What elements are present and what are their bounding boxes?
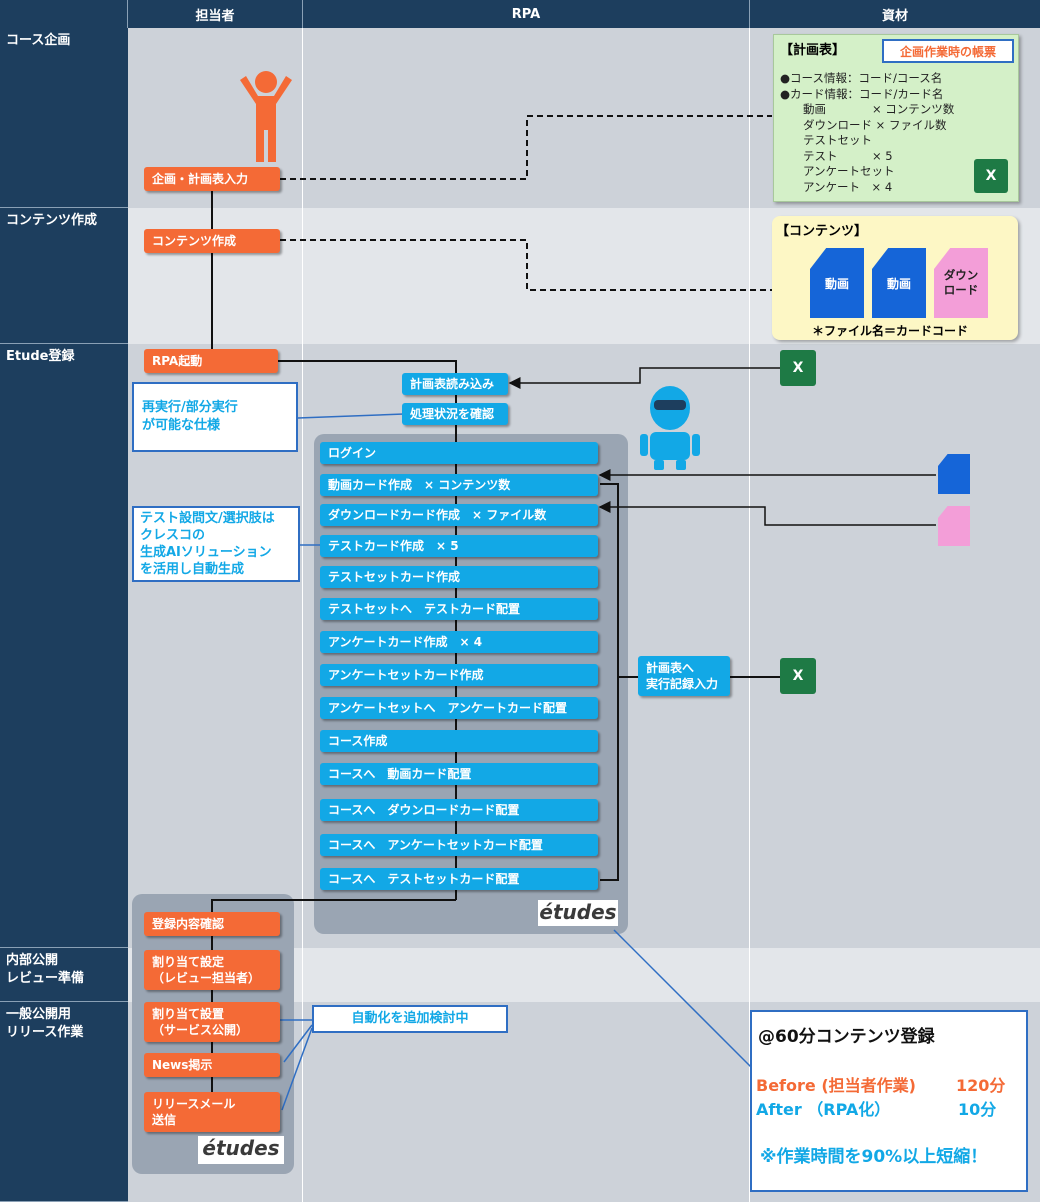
rpa-step[interactable]: コースへ 動画カード配置 [320, 763, 598, 785]
rpa-record[interactable]: 計画表へ 実行記録入力 [638, 656, 730, 696]
plan-sheet-line: アンケートセット [780, 164, 895, 178]
plan-sheet-line: テストセット [780, 133, 872, 147]
task-assign-public[interactable]: 割り当て設置 （サービス公開） [144, 1002, 280, 1042]
plan-sheet-badge: 企画作業時の帳票 [882, 39, 1014, 63]
rpa-step[interactable]: テストセットカード作成 [320, 566, 598, 588]
task-confirm[interactable]: 登録内容確認 [144, 912, 280, 936]
plan-sheet-lines: ●コース情報：コード/コース名●カード情報：コード/カード名 動画 × コンテン… [780, 71, 954, 195]
task-assign-review[interactable]: 割り当て設定 （レビュー担当者） [144, 950, 280, 990]
video-doc-icon: 動画 [872, 248, 926, 318]
result-after-label: After （RPA化） [756, 1100, 891, 1119]
header-corner [0, 0, 128, 28]
rpa-step[interactable]: アンケートセットカード作成 [320, 664, 598, 686]
etudes-logo: études [538, 900, 618, 926]
rpa-step[interactable]: ログイン [320, 442, 598, 464]
result-box: @60分コンテンツ登録 Before (担当者作業) 120分 After （R… [750, 1010, 1028, 1192]
note-rerun: 再実行/部分実行 が可能な仕様 [132, 382, 298, 452]
plan-sheet: 【計画表】 企画作業時の帳票 ●コース情報：コード/コース名●カード情報：コード… [773, 34, 1019, 202]
column-divider [749, 28, 750, 1202]
contents-box-title: 【コンテンツ】 [776, 224, 868, 239]
plan-sheet-line: ダウンロード × ファイル数 [780, 117, 947, 132]
lane-label-internal: 内部公開 レビュー準備 [0, 948, 128, 1002]
lane-label-contents: コンテンツ作成 [0, 208, 128, 344]
video-doc-icon: 動画 [810, 248, 864, 318]
etudes-logo-small: études [198, 1136, 284, 1164]
result-before-label: Before (担当者作業) [756, 1076, 916, 1095]
contents-box: 【コンテンツ】 動画 動画 ダウン ロード ＊ファイル名＝カードコード [772, 216, 1018, 340]
rpa-read-plan[interactable]: 計画表読み込み [402, 373, 508, 395]
video-file-icon [938, 454, 970, 494]
plan-sheet-line: ●コース情報：コード/コース名 [780, 71, 943, 85]
column-divider [302, 28, 303, 1202]
task-rpa-start[interactable]: RPA起動 [144, 349, 278, 373]
rpa-step[interactable]: コースへ アンケートセットカード配置 [320, 834, 598, 856]
task-release-mail[interactable]: リリースメール 送信 [144, 1092, 280, 1132]
lane-label-kikaku: コース企画 [0, 28, 128, 208]
plan-sheet-line: ●カード情報：コード/カード名 [780, 86, 944, 101]
download-doc-icon: ダウン ロード [934, 248, 988, 318]
result-before-value: 120分 [956, 1076, 1006, 1095]
note-automation: 自動化を追加検討中 [312, 1005, 508, 1033]
plan-sheet-line: 動画 × コンテンツ数 [780, 102, 955, 116]
plan-sheet-line: テスト × 5 [780, 148, 893, 163]
rpa-step[interactable]: コースへ テストセットカード配置 [320, 868, 598, 890]
excel-icon: X [974, 159, 1008, 193]
task-kikaku[interactable]: 企画・計画表入力 [144, 167, 280, 191]
rpa-step[interactable]: アンケートカード作成 × 4 [320, 631, 598, 653]
contents-box-footnote: ＊ファイル名＝カードコード [812, 324, 969, 338]
rpa-step[interactable]: コースへ ダウンロードカード配置 [320, 799, 598, 821]
rpa-step[interactable]: コース作成 [320, 730, 598, 752]
column-header-shizai: 資材 [750, 0, 1040, 28]
task-news[interactable]: News掲示 [144, 1053, 280, 1077]
note-ai: テスト設問文/選択肢は クレスコの 生成AIソリューション を活用し自動生成 [132, 506, 300, 582]
download-file-icon [938, 506, 970, 546]
result-after-value: 10分 [958, 1100, 997, 1119]
robot-icon [640, 386, 700, 470]
plan-sheet-title: 【計画表】 [780, 43, 846, 58]
result-heading: @60分コンテンツ登録 [758, 1027, 935, 1047]
rpa-step[interactable]: テストカード作成 × 5 [320, 535, 598, 557]
rpa-step[interactable]: ダウンロードカード作成 × ファイル数 [320, 504, 598, 526]
person-icon [240, 71, 292, 162]
column-header-rpa: RPA [303, 0, 750, 28]
rpa-step[interactable]: アンケートセットへ アンケートカード配置 [320, 697, 598, 719]
plan-sheet-line: アンケート × 4 [780, 179, 893, 194]
rpa-step[interactable]: 動画カード作成 × コンテンツ数 [320, 474, 598, 496]
excel-icon: X [780, 350, 816, 386]
task-contents[interactable]: コンテンツ作成 [144, 229, 280, 253]
column-header-tantou: 担当者 [128, 0, 303, 28]
excel-icon: X [780, 658, 816, 694]
lane-label-etude: Etude登録 [0, 344, 128, 948]
result-summary: ※作業時間を90%以上短縮！ [760, 1147, 988, 1167]
lane-label-release: 一般公開用 リリース作業 [0, 1002, 128, 1202]
rpa-step[interactable]: テストセットへ テストカード配置 [320, 598, 598, 620]
rpa-check-status[interactable]: 処理状況を確認 [402, 403, 508, 425]
